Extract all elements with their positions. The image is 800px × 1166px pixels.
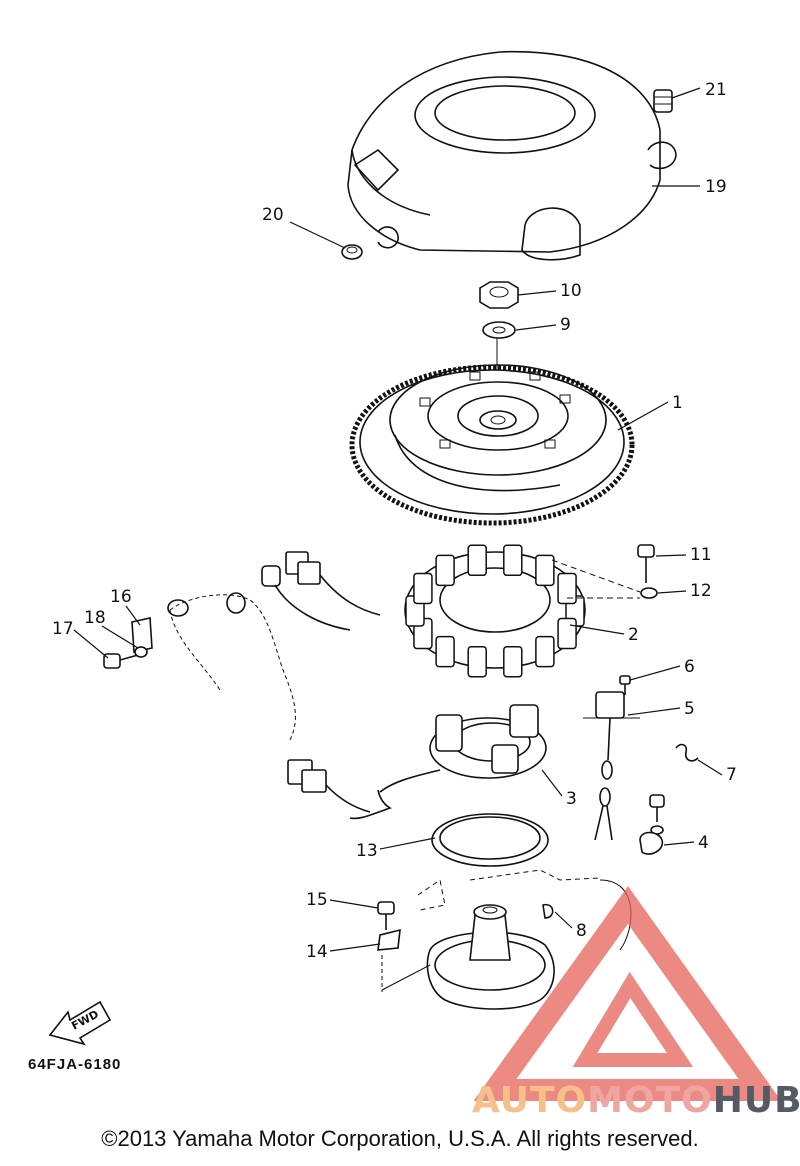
stator-coil — [404, 544, 586, 678]
forward-direction-arrow: FWD — [48, 1000, 112, 1046]
leader-line-6 — [629, 665, 681, 681]
bracket-washer — [134, 646, 148, 658]
collar — [341, 244, 363, 260]
callout-10: 10 — [560, 281, 582, 301]
leader-line-11 — [655, 554, 687, 557]
callout-9: 9 — [560, 315, 571, 335]
callout-leaders — [73, 87, 723, 952]
stator-screw — [637, 544, 655, 583]
flywheel-magneto — [349, 364, 635, 526]
leader-line-4 — [663, 841, 695, 846]
callout-6: 6 — [684, 657, 695, 677]
stator-tooth — [503, 645, 523, 678]
leader-line-7 — [697, 759, 723, 776]
ground-bracket — [131, 617, 153, 653]
callout-16: 16 — [110, 587, 132, 607]
washer — [482, 321, 516, 339]
callout-12: 12 — [690, 581, 712, 601]
base-bracket — [377, 928, 401, 951]
retainer-ring — [431, 813, 549, 867]
watermark-text-auto: AUTO — [472, 1080, 588, 1121]
callout-4: 4 — [698, 833, 709, 853]
leader-line-18 — [101, 625, 139, 649]
leader-line-1 — [617, 401, 669, 431]
callout-14: 14 — [306, 942, 328, 962]
stator-tooth — [413, 572, 433, 605]
stator-tooth — [467, 544, 487, 577]
stator-tooth — [435, 635, 455, 668]
stator-tooth — [467, 645, 487, 678]
callout-1: 1 — [672, 393, 683, 413]
stator-tooth — [535, 554, 555, 587]
stator-washer — [640, 587, 658, 599]
leader-line-3 — [541, 769, 563, 797]
stator-tooth — [503, 544, 523, 577]
callout-20: 20 — [262, 205, 284, 225]
callout-11: 11 — [690, 545, 712, 565]
callout-3: 3 — [566, 789, 577, 809]
stator-tooth — [557, 617, 577, 650]
leader-line-15 — [329, 899, 379, 909]
copyright-notice: ©2013 Yamaha Motor Corporation, U.S.A. A… — [101, 1126, 699, 1151]
nut — [479, 281, 519, 309]
leader-line-12 — [657, 590, 687, 594]
stator-tooth — [435, 554, 455, 587]
woodruff-key — [542, 903, 554, 919]
callout-7: 7 — [726, 765, 737, 785]
callout-2: 2 — [628, 625, 639, 645]
engine-outline — [167, 592, 296, 741]
bracket-bolt — [103, 653, 139, 669]
callout-15: 15 — [306, 890, 328, 910]
base-screw — [377, 901, 395, 930]
leader-line-21 — [671, 87, 701, 99]
watermark-text: AUTOMOTOHUB — [472, 1080, 800, 1121]
drawing-code: 64FJA-6180 — [28, 1056, 122, 1073]
stator-harness — [261, 551, 412, 692]
wire-clip — [675, 743, 699, 762]
leader-line-13 — [379, 837, 436, 850]
leader-line-9 — [515, 324, 557, 331]
callout-5: 5 — [684, 699, 695, 719]
leader-line-14 — [329, 943, 381, 952]
callout-21: 21 — [705, 80, 727, 100]
callout-13: 13 — [356, 841, 378, 861]
watermark-text-moto: MOTO — [587, 1080, 713, 1121]
leader-line-5 — [627, 707, 681, 716]
callout-19: 19 — [705, 177, 727, 197]
pulser-coil — [287, 704, 547, 820]
wire-clamp — [639, 794, 665, 855]
watermark-logo — [473, 886, 782, 1101]
leader-line-10 — [517, 290, 557, 296]
callout-17: 17 — [52, 619, 74, 639]
leader-line-2 — [569, 624, 625, 635]
leader-line-8 — [554, 911, 573, 929]
callout-8: 8 — [576, 921, 587, 941]
stator-tooth — [535, 635, 555, 668]
stator-base — [417, 869, 632, 1010]
callout-18: 18 — [84, 608, 106, 628]
flywheel-cover — [347, 50, 677, 261]
regulator-lead — [583, 691, 640, 841]
leader-line-17 — [73, 629, 109, 659]
grommet — [653, 89, 673, 113]
leader-line-20 — [289, 221, 346, 249]
leader-line-16 — [125, 605, 141, 626]
watermark-text-hub: HUB — [712, 1080, 800, 1121]
stator-tooth — [557, 572, 577, 605]
